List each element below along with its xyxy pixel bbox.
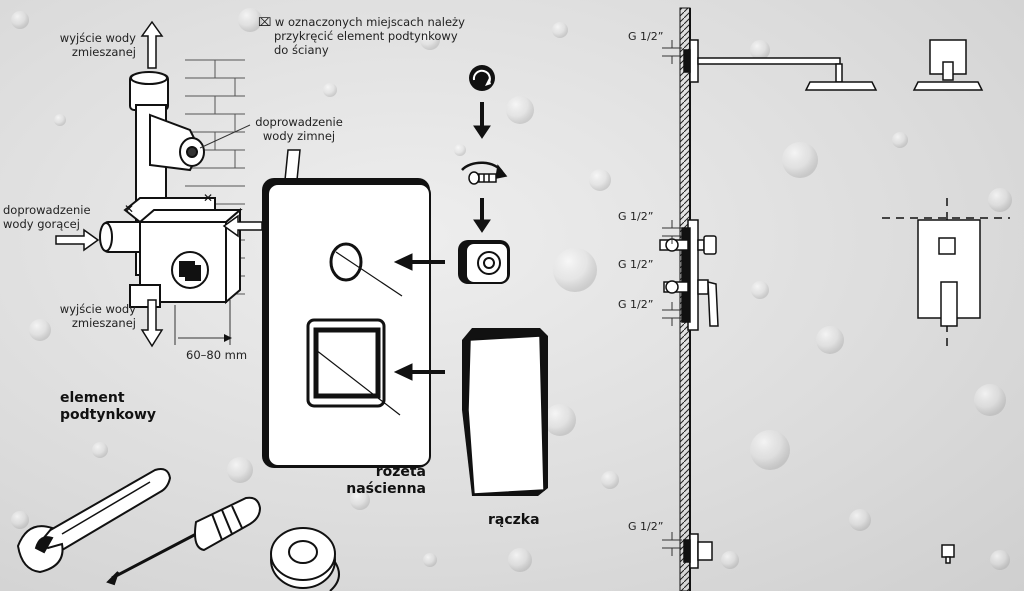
label-concealed-element: element podtynkowy: [60, 390, 157, 423]
svg-text:✕: ✕: [203, 191, 213, 205]
mixer-front: [882, 198, 1010, 346]
label-outlet-top: wyjście wody zmieszanej: [59, 31, 136, 59]
concealed-valve-body: [99, 71, 243, 308]
note-line-3: do ściany: [274, 43, 329, 57]
cartridge-adapter: [458, 240, 510, 284]
screw-icon: [461, 161, 508, 185]
label-thread-mid-2: G 1/2”: [618, 258, 654, 271]
wrench-icon: [16, 468, 172, 574]
label-thread-bottom: G 1/2”: [628, 520, 664, 533]
label-outlet-bottom: wyjście wody zmieszanej: [59, 302, 136, 330]
label-hot-supply: doprowadzenie wody gorącej: [3, 203, 91, 231]
label-thread-top: G 1/2”: [628, 30, 664, 43]
label-handle: rączka: [488, 512, 540, 528]
note-line-2: przykręcić element podtynkowy: [274, 29, 458, 43]
mark-x-icon: ⌧: [258, 15, 272, 29]
note-line-1: w oznaczonych miejscach należy: [274, 15, 465, 29]
wall-rosette: [262, 178, 431, 468]
label-cold-supply: doprowadzenie wody zimnej: [255, 115, 343, 143]
bottom-outlet: [683, 533, 955, 569]
shower-head-front: [912, 39, 984, 91]
label-depth: 60–80 mm: [186, 348, 248, 362]
thread-dimensions: [662, 40, 682, 556]
label-thread-mid-3: G 1/2”: [618, 298, 654, 311]
flow-arrows: [55, 20, 263, 348]
svg-text:✕: ✕: [124, 202, 134, 216]
callout-lines: [174, 124, 251, 345]
water-drops-background: [11, 8, 1012, 572]
assembly-arrows: [393, 102, 491, 381]
teflon-tape-icon: [270, 527, 340, 591]
shower-arm-and-head: [683, 39, 878, 91]
install-note: ⌧ w oznaczonych miejscach należy przykrę…: [258, 15, 488, 57]
label-thread-mid-1: G 1/2”: [618, 210, 654, 223]
screwdriver-icon: [106, 496, 262, 586]
handle-lever: [462, 328, 548, 496]
label-rosette: rozeta naścienna: [346, 464, 426, 497]
rotate-icon: [469, 65, 495, 91]
mixer-section: [659, 219, 719, 331]
